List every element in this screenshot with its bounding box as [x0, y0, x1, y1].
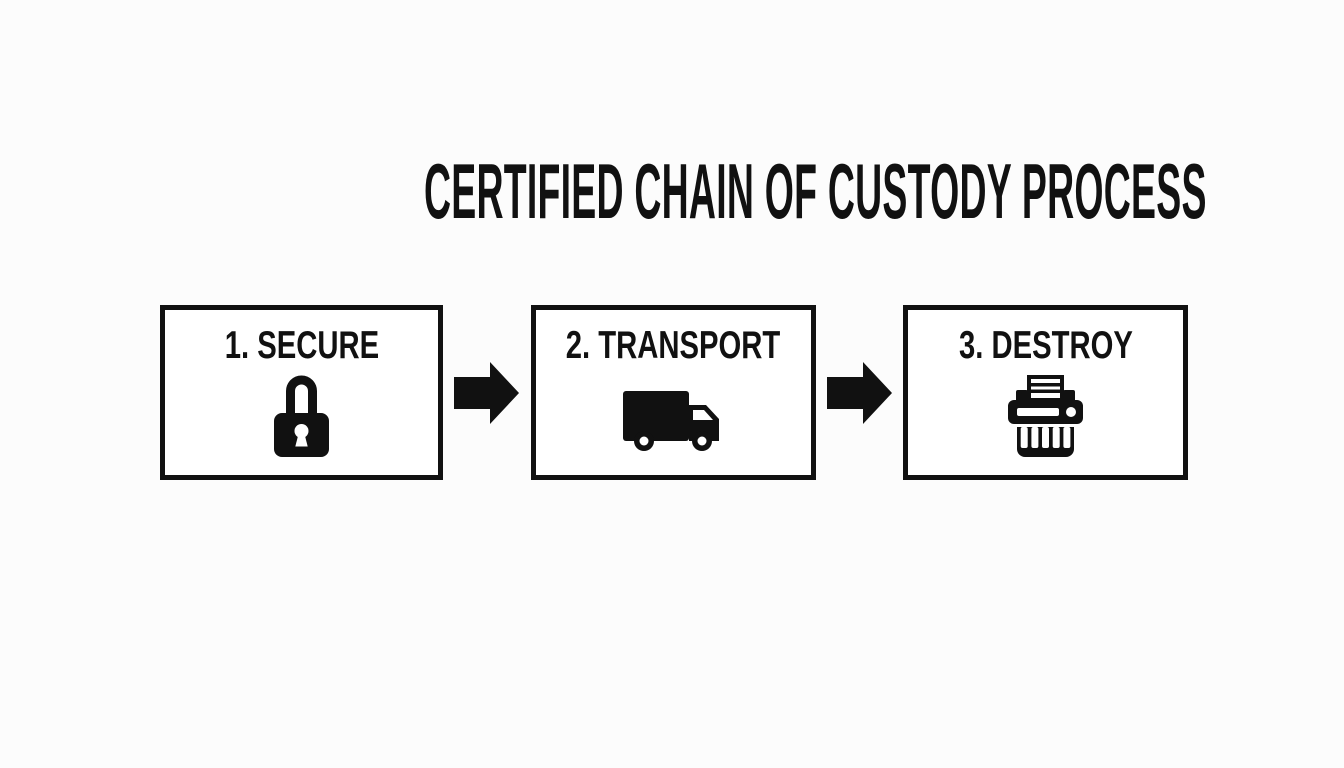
- process-flow: 1. SECURE 2. TRANSPORT: [160, 305, 1188, 480]
- page-title: CERTIFIED CHAIN OF CUSTODY PROCESS: [0, 152, 1344, 230]
- page-title-text: CERTIFIED CHAIN OF CUSTODY PROCESS: [423, 147, 1207, 235]
- step-label-destroy: 3. DESTROY: [958, 324, 1133, 367]
- step-box-transport: 2. TRANSPORT: [530, 305, 816, 480]
- step-box-secure: 1. SECURE: [160, 305, 443, 480]
- connector-1: [454, 361, 520, 424]
- step-label-transport: 2. TRANSPORT: [565, 324, 781, 367]
- arrow-right-icon: [454, 361, 520, 424]
- connector-2: [826, 361, 892, 424]
- step-box-destroy: 3. DESTROY: [903, 305, 1188, 480]
- truck-icon: [623, 390, 719, 451]
- arrow-right-icon: [826, 361, 892, 424]
- step-label-secure: 1. SECURE: [224, 324, 379, 367]
- padlock-icon: [274, 375, 329, 457]
- shredder-icon: [1008, 374, 1083, 457]
